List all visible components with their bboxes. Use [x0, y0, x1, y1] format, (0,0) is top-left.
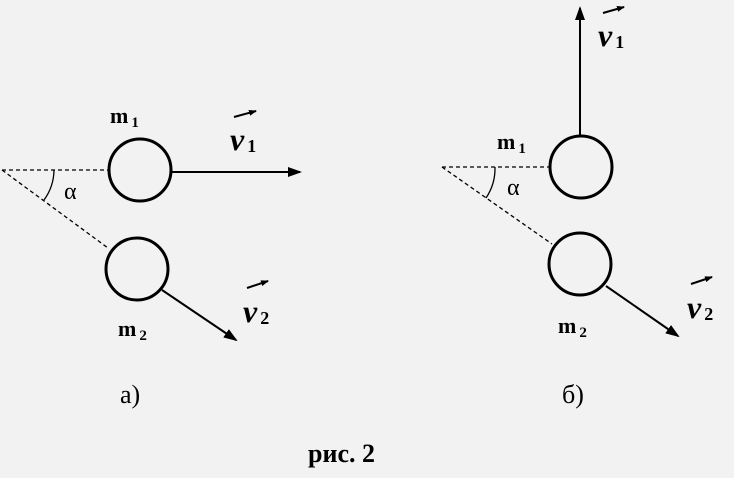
panel-b-caption: б) [562, 380, 584, 409]
figure-caption: рис. 2 [308, 439, 375, 468]
panel-b-ball-m2 [547, 231, 613, 297]
panel-a-v1-vector-mark [233, 109, 257, 118]
panel-a-angle-label: α [64, 179, 77, 205]
panel-a-velocity2-arrow [161, 289, 238, 342]
panel-b-angle-label: α [507, 175, 520, 201]
panel-a-dashed-diagonal [1, 169, 109, 249]
panel-a-v2-vector-mark [246, 280, 269, 289]
panel-a-angle-arc [43, 169, 55, 201]
panel-a-ball-m2 [104, 236, 170, 302]
panel-b-angle-arc [485, 166, 496, 199]
panel-b-velocity2-arrow [605, 285, 680, 338]
panel-a-ball-m1 [107, 137, 173, 203]
panel-b-v2-vector-mark [690, 276, 713, 285]
panel-b-v1-vector-mark [602, 6, 625, 14]
panel-a-caption: а) [120, 380, 140, 409]
panel-b-ball-m1 [548, 134, 614, 200]
panel-b-dashed-diagonal [441, 166, 553, 245]
